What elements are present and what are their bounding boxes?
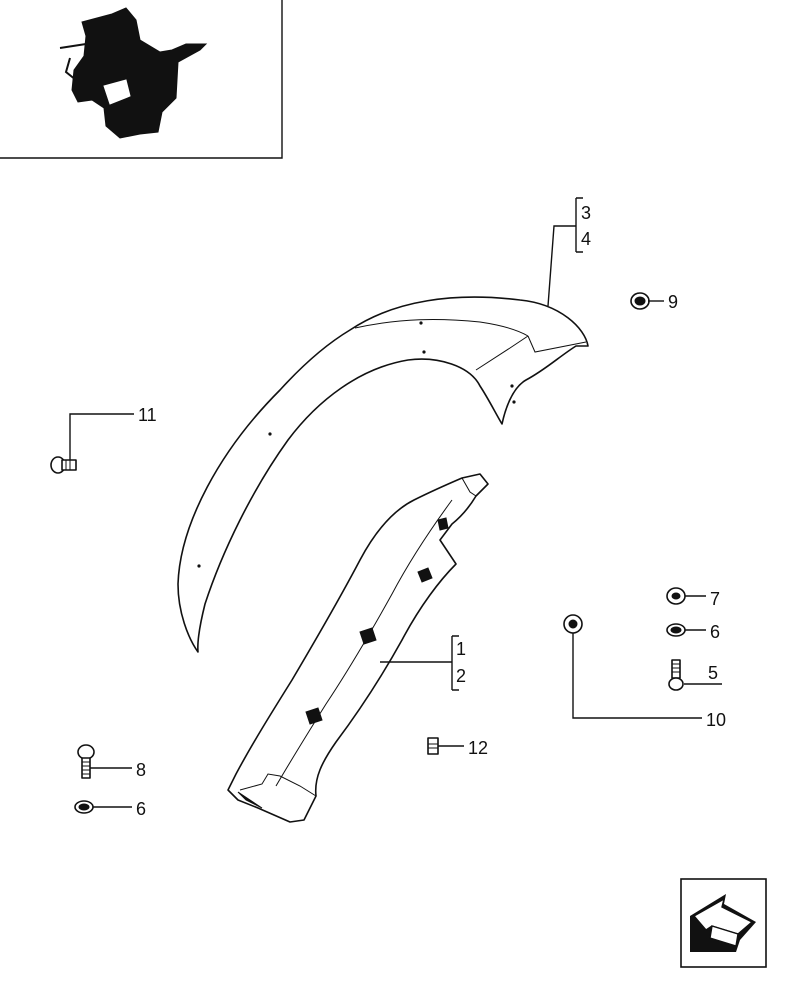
callout-3: 3 xyxy=(581,203,591,223)
callout-10: 10 xyxy=(706,710,726,730)
previous-page-arrow-icon xyxy=(690,894,756,952)
callout-1: 1 xyxy=(456,639,466,659)
nut-12-icon xyxy=(427,737,439,755)
fender-part xyxy=(177,296,589,653)
callout-8: 8 xyxy=(136,760,146,780)
bolt-5-icon xyxy=(668,659,684,691)
washer-6b-icon xyxy=(74,800,94,814)
callout-4: 4 xyxy=(581,229,591,249)
callout-9: 9 xyxy=(668,292,678,312)
previous-page-button[interactable] xyxy=(680,878,767,968)
callout-5: 5 xyxy=(708,663,718,683)
nut-9-icon xyxy=(630,292,650,310)
callout-6-lower: 6 xyxy=(136,799,146,819)
tractor-location-thumbnail-icon xyxy=(59,7,208,139)
callout-2: 2 xyxy=(456,666,466,686)
callout-6-upper: 6 xyxy=(710,622,720,642)
nut-10-icon xyxy=(563,614,583,634)
callout-12: 12 xyxy=(468,738,488,758)
fender-liner-part xyxy=(227,473,489,823)
callout-7: 7 xyxy=(710,589,720,609)
callout-11: 11 xyxy=(138,405,157,425)
leader-lines xyxy=(69,197,722,808)
bolt-8-icon xyxy=(77,744,95,779)
washer-7-icon xyxy=(666,587,686,605)
bolt-11-icon xyxy=(50,456,77,474)
washer-6-icon xyxy=(666,623,686,637)
location-thumbnail xyxy=(0,0,283,159)
